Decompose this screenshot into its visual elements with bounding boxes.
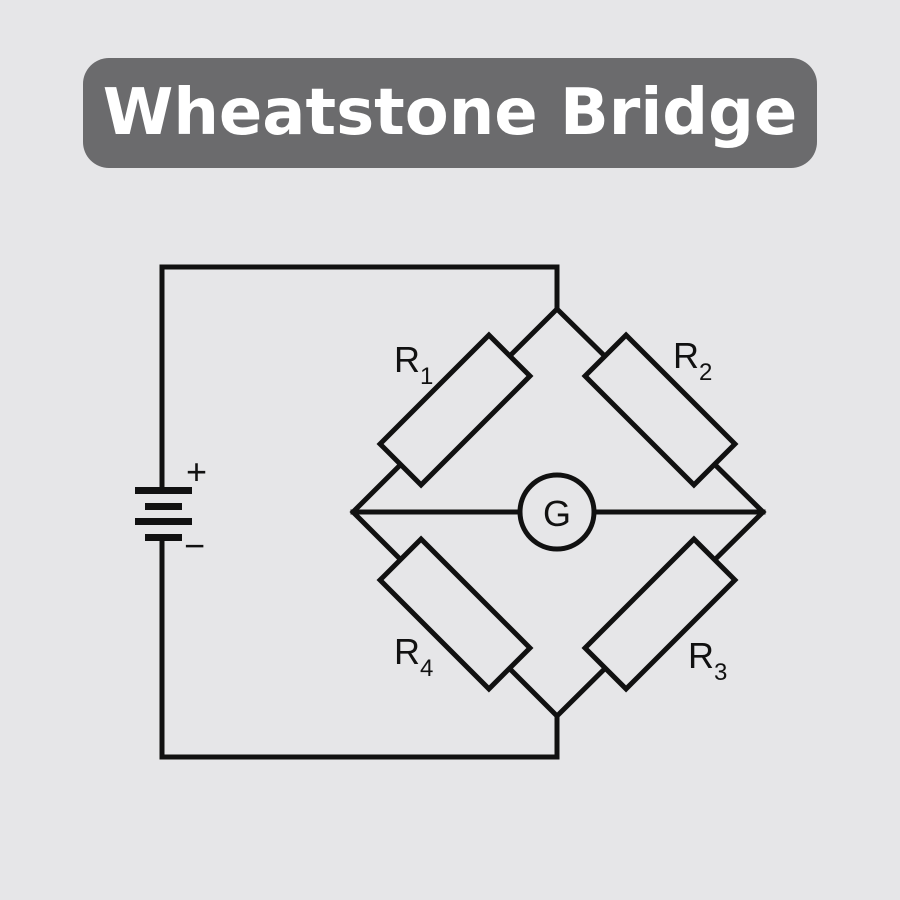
battery-icon <box>135 487 192 541</box>
resistor-r4 <box>376 535 534 693</box>
wire-bottom <box>159 534 560 760</box>
resistor-r1 <box>376 331 534 489</box>
r4-label: R4 <box>394 631 433 682</box>
galvanometer <box>517 472 597 552</box>
r2-label: R2 <box>673 335 712 386</box>
battery-plus: + <box>186 451 207 492</box>
title: Wheatstone Bridge <box>102 76 798 150</box>
title-banner: Wheatstone Bridge <box>83 58 817 168</box>
r3-label: R3 <box>688 635 727 686</box>
battery-minus: − <box>184 525 205 566</box>
resistor-r2 <box>581 331 739 489</box>
resistor-r3 <box>581 535 739 693</box>
r1-label: R1 <box>394 339 433 390</box>
wire-top <box>159 264 560 491</box>
galvanometer-label: G <box>543 493 571 534</box>
